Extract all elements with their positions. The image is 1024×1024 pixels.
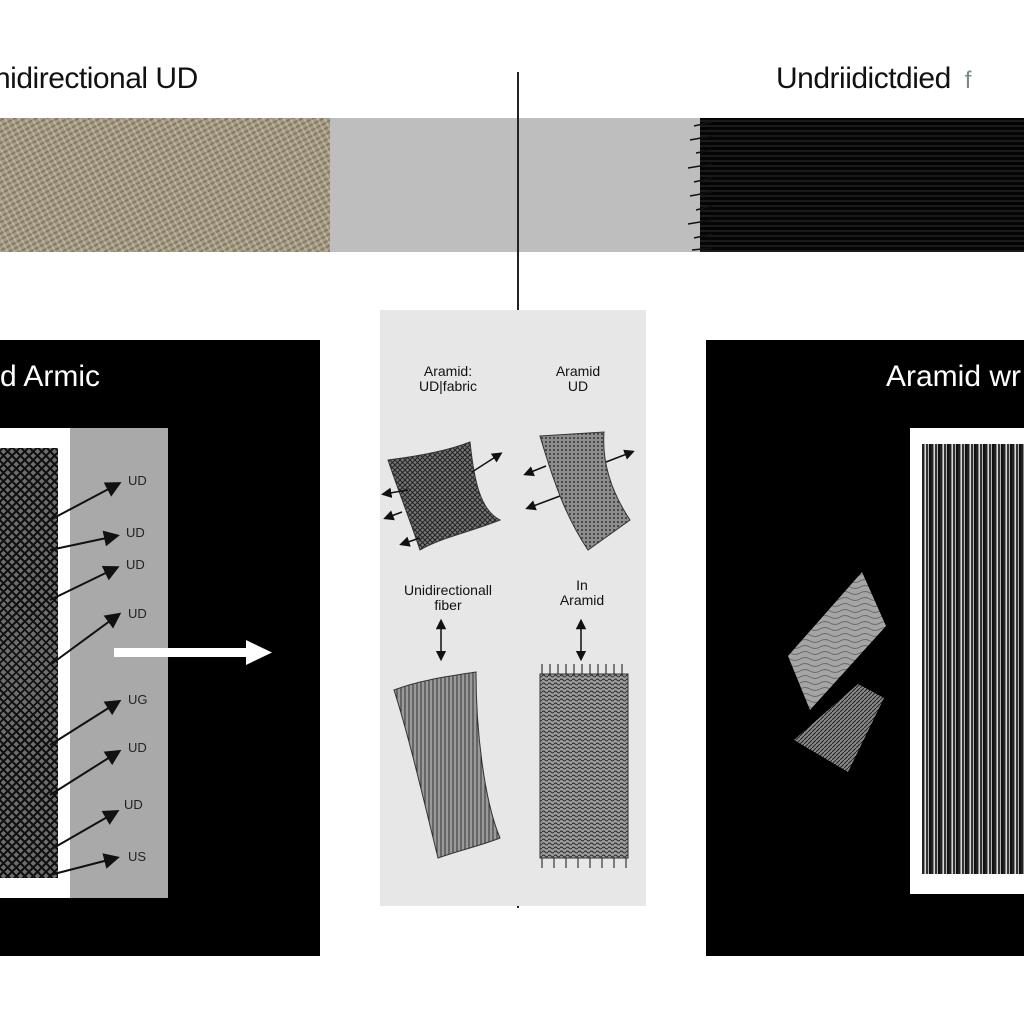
cc-left-mid-line1: Unidirectionall	[404, 582, 492, 598]
title-right: Undriidictdied f	[776, 62, 971, 96]
cc-right-mid-label: In Aramid	[532, 577, 632, 609]
ud-label-1: UD	[128, 473, 147, 488]
striped-fabric-swatch	[922, 444, 1024, 874]
ud-label-6: UD	[128, 740, 147, 755]
gray-strip	[330, 118, 700, 252]
left-arrows	[49, 482, 122, 876]
ud-label-2: UD	[126, 525, 145, 540]
right-panel-title: Aramid wr	[886, 360, 1022, 393]
cc-left-mid-label: Unidirectionall fiber	[386, 582, 510, 614]
fringe-edge	[688, 121, 712, 251]
cc-bottom-illustrations	[393, 618, 629, 868]
cc-right-top-line1: Aramid	[555, 363, 601, 379]
title-right-text: Undriidictdied	[776, 62, 951, 95]
ud-label-3: UD	[126, 557, 145, 572]
cc-right-mid-line2: Aramid	[559, 592, 605, 609]
ud-label-4: UD	[128, 606, 147, 621]
right-fabric-pieces	[788, 572, 886, 772]
white-arrow-icon	[114, 640, 272, 665]
ud-label-7: UD	[124, 797, 143, 812]
left-panel-title: d Armic	[0, 360, 101, 393]
cc-right-top-label: Aramid UD	[528, 363, 628, 395]
beige-fabric-swatch	[0, 118, 330, 252]
title-unidirectional-ud: nidirectional UD	[0, 62, 198, 95]
cc-left-top-line1: Aramid:	[423, 363, 473, 379]
cc-top-illustrations	[381, 431, 635, 551]
black-fabric-swatch	[700, 118, 1024, 252]
title-right-faint: f	[964, 67, 972, 94]
ud-label-8: US	[128, 849, 147, 864]
cc-left-top-label: Aramid: UD|fabric	[398, 363, 498, 395]
cc-right-mid-line1: In	[576, 577, 588, 593]
ud-label-5: UG	[128, 692, 148, 707]
woven-mesh-swatch	[0, 448, 58, 878]
cc-left-top-line2: UD|fabric	[418, 378, 478, 395]
cc-left-mid-line2: fiber	[434, 597, 462, 614]
cc-right-top-line2: UD	[567, 378, 589, 395]
